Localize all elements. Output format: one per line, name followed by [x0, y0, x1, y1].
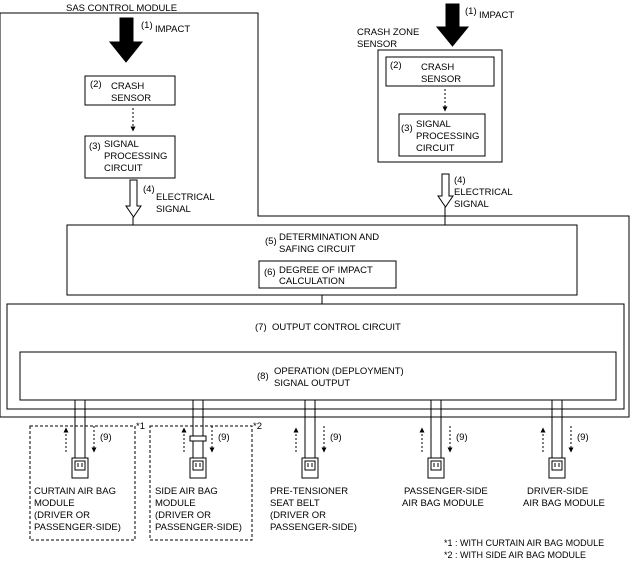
- connector-driver: [548, 457, 566, 479]
- svg-text:AIR BAG MODULE: AIR BAG MODULE: [523, 498, 605, 509]
- crash-sensor-left-l1: CRASH: [111, 81, 144, 92]
- module-num-side: (9): [218, 432, 230, 443]
- signal-right-l1: SIGNAL: [416, 119, 451, 130]
- crash-sensor-right-l1: CRASH: [421, 62, 454, 73]
- svg-text:(DRIVER OR: (DRIVER OR: [270, 510, 326, 521]
- svg-text:AIR BAG MODULE: AIR BAG MODULE: [402, 498, 484, 509]
- output-control-label: OUTPUT CONTROL CIRCUIT: [272, 322, 401, 333]
- footnote-1: *1 : WITH CURTAIN AIR BAG MODULE: [444, 538, 604, 548]
- signal-left-num: (3): [89, 141, 101, 152]
- connector-plug-pretensioner: [304, 460, 316, 471]
- svg-text:MODULE: MODULE: [34, 498, 75, 509]
- sas-module-title: SAS CONTROL MODULE: [66, 3, 177, 14]
- crash-sensor-box-left: [84, 75, 176, 106]
- footnote-2: *2 : WITH SIDE AIR BAG MODULE: [444, 550, 586, 560]
- determination-l1: DETERMINATION AND: [279, 232, 379, 243]
- module-num-pretensioner: (9): [330, 432, 342, 443]
- module-num-curtain: (9): [100, 432, 112, 443]
- side-marker: *2: [253, 421, 262, 432]
- svg-text:PRE-TENSIONER: PRE-TENSIONER: [270, 486, 348, 497]
- czs-title-l1: CRASH ZONE: [357, 27, 419, 38]
- svg-text:PASSENGER-SIDE): PASSENGER-SIDE): [270, 522, 357, 533]
- inline-connector-side: [189, 435, 207, 442]
- svg-text:SIDE AIR BAG: SIDE AIR BAG: [155, 486, 218, 497]
- elec-right-num: (4): [454, 175, 466, 186]
- module-label-driver: DRIVER-SIDE AIR BAG MODULE: [523, 486, 605, 509]
- output-control-num: (7): [255, 322, 267, 333]
- impact-arrow-left: [108, 17, 144, 63]
- degree-impact-box: [258, 260, 397, 289]
- module-label-side: SIDE AIR BAG MODULE (DRIVER OR PASSENGER…: [155, 486, 242, 533]
- svg-text:PASSENGER-SIDE): PASSENGER-SIDE): [34, 522, 121, 533]
- impact-label-right: IMPACT: [479, 10, 514, 21]
- impact-arrow-right: [435, 3, 470, 47]
- elec-left-num: (4): [143, 184, 155, 195]
- module-label-passenger: PASSENGER-SIDE AIR BAG MODULE: [402, 486, 488, 509]
- electrical-signal-arrow-left: [125, 179, 142, 218]
- operation-l1: OPERATION (DEPLOYMENT): [274, 366, 404, 377]
- operation-l2: SIGNAL OUTPUT: [274, 378, 350, 389]
- svg-text:MODULE: MODULE: [155, 498, 196, 509]
- crash-sensor-left-num: (2): [90, 79, 102, 90]
- connector-passenger: [427, 457, 445, 479]
- curtain-optional-dashed-box: [29, 425, 136, 541]
- connector-curtain: [71, 457, 89, 479]
- crash-sensor-left-l2: SENSOR: [111, 93, 151, 104]
- connector-side: [189, 457, 207, 479]
- sas-control-module-outline: [0, 12, 630, 418]
- svg-text:PASSENGER-SIDE): PASSENGER-SIDE): [155, 522, 242, 533]
- connector-plug-curtain: [74, 460, 86, 471]
- signal-right-num: (3): [401, 123, 413, 134]
- module-label-curtain: CURTAIN AIR BAG MODULE (DRIVER OR PASSEN…: [34, 486, 121, 533]
- signal-left-l2: PROCESSING: [104, 151, 167, 162]
- elec-left-l1: ELECTRICAL: [156, 192, 215, 203]
- degree-l1: DEGREE OF IMPACT: [279, 265, 373, 276]
- module-num-driver: (9): [577, 432, 589, 443]
- signal-right-l2: PROCESSING: [416, 131, 479, 142]
- signal-processing-box-left: [84, 135, 176, 179]
- impact-label-left: IMPACT: [155, 24, 190, 35]
- elec-right-l1: ELECTRICAL: [454, 187, 513, 198]
- electrical-signal-arrow-right: [437, 173, 454, 208]
- svg-text:SEAT BELT: SEAT BELT: [270, 498, 320, 509]
- signal-processing-box-right: [398, 113, 486, 157]
- svg-text:(DRIVER OR: (DRIVER OR: [34, 510, 90, 521]
- signal-right-l3: CIRCUIT: [416, 143, 455, 154]
- crash-sensor-box-right: [385, 56, 495, 87]
- crash-sensor-right-num: (2): [390, 60, 402, 71]
- signal-left-l1: SIGNAL: [104, 139, 139, 150]
- svg-text:DRIVER-SIDE: DRIVER-SIDE: [527, 486, 588, 497]
- elec-left-l2: SIGNAL: [156, 204, 191, 215]
- elec-right-l2: SIGNAL: [454, 199, 489, 210]
- impact-label-left-num: (1): [141, 20, 153, 31]
- module-label-pretensioner: PRE-TENSIONER SEAT BELT (DRIVER OR PASSE…: [270, 486, 357, 533]
- connector-pretensioner: [301, 457, 319, 479]
- signal-left-l3: CIRCUIT: [104, 163, 143, 174]
- curtain-marker: *1: [136, 421, 145, 432]
- czs-title-l2: SENSOR: [357, 39, 397, 50]
- operation-box: [19, 351, 617, 401]
- determination-num: (5): [265, 236, 277, 247]
- svg-text:CURTAIN AIR BAG: CURTAIN AIR BAG: [34, 486, 116, 497]
- module-num-passenger: (9): [456, 432, 468, 443]
- determination-l2: SAFING CIRCUIT: [279, 244, 356, 255]
- svg-text:(DRIVER OR: (DRIVER OR: [155, 510, 211, 521]
- crash-sensor-right-l2: SENSOR: [421, 74, 461, 85]
- connector-plug-driver: [551, 460, 563, 471]
- impact-label-right-num: (1): [465, 6, 477, 17]
- connector-plug-side: [192, 460, 204, 471]
- svg-text:PASSENGER-SIDE: PASSENGER-SIDE: [404, 486, 488, 497]
- connector-plug-passenger: [430, 460, 442, 471]
- degree-l2: CALCULATION: [279, 276, 345, 287]
- side-optional-dashed-box: [149, 425, 253, 541]
- degree-num: (6): [264, 267, 276, 278]
- operation-num: (8): [257, 371, 269, 382]
